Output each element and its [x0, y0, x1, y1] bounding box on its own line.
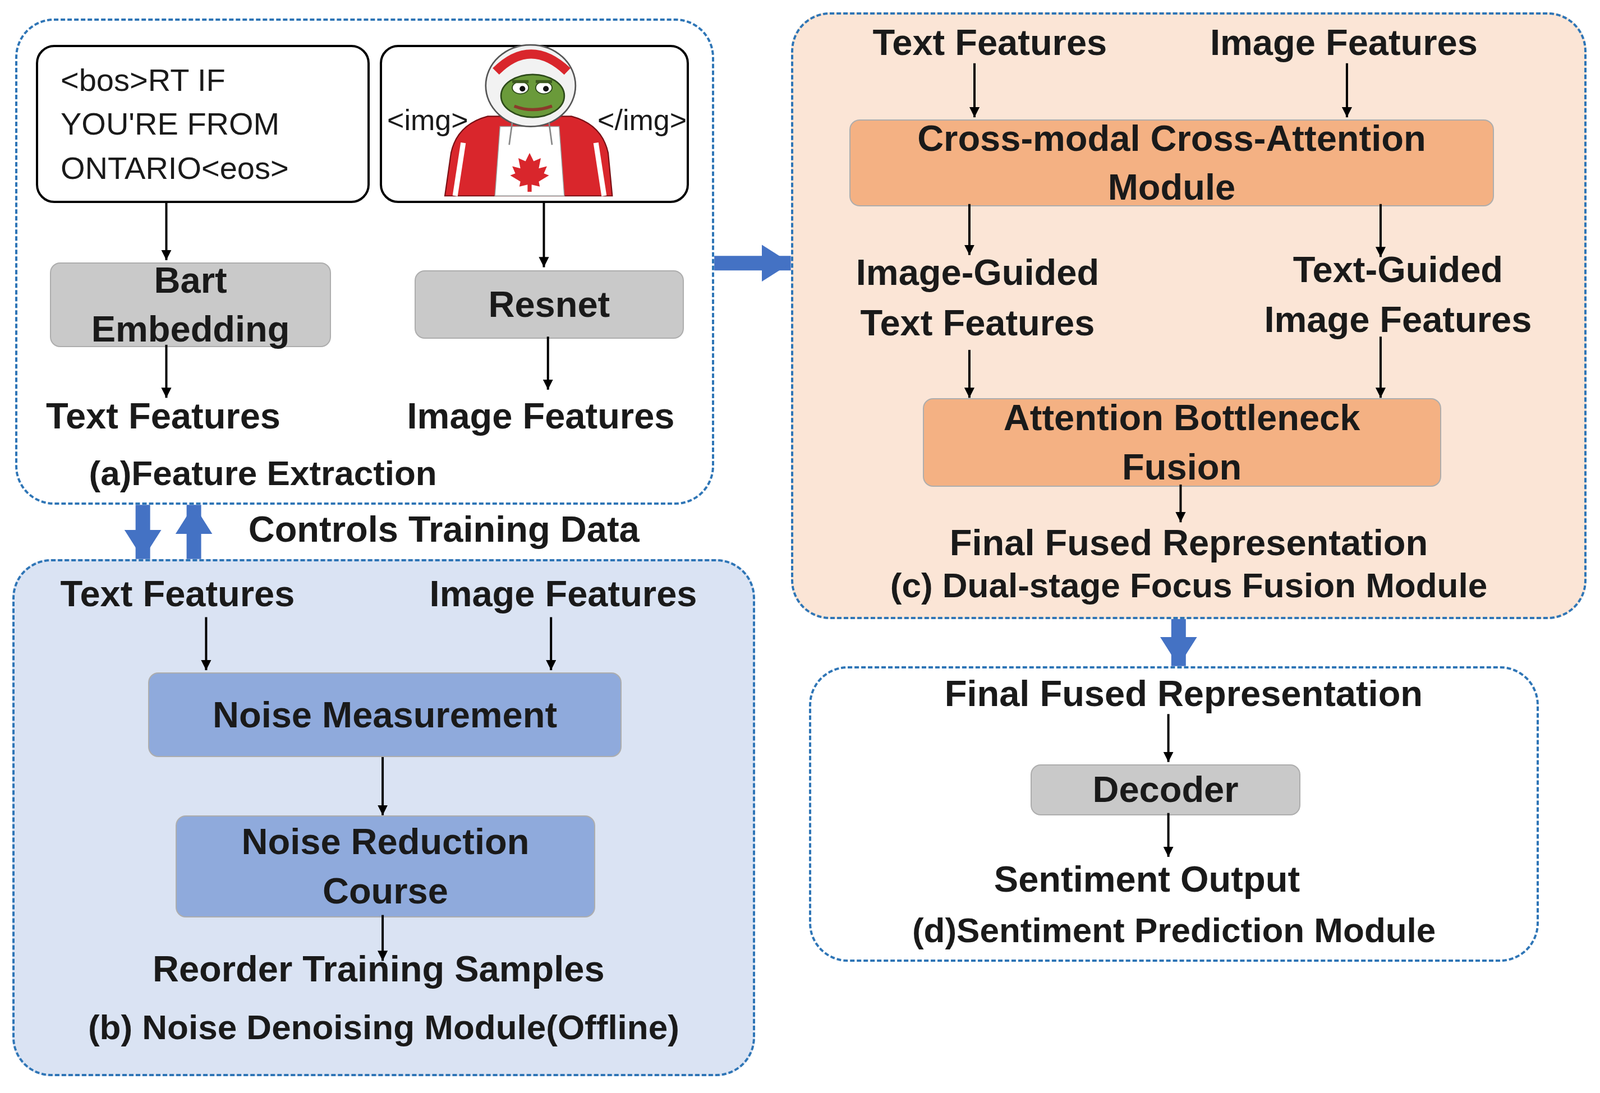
- flow-arrow: [381, 757, 384, 816]
- image-input-box: <img> </img>: [379, 44, 689, 204]
- input-text: <bos>RT IF YOU'RE FROM ONTARIO<eos>: [60, 58, 330, 191]
- flow-arrow: [1167, 714, 1170, 762]
- box-label: Decoder: [1092, 765, 1239, 815]
- text-input-box: <bos>RT IF YOU'RE FROM ONTARIO<eos>: [35, 44, 370, 204]
- process-box: Resnet: [414, 270, 684, 339]
- flow-arrow: [1345, 63, 1349, 118]
- frog-illustration: [444, 44, 613, 196]
- process-box: Decoder: [1030, 764, 1300, 816]
- frog-face: [500, 74, 565, 118]
- frog-eye: [512, 81, 529, 95]
- feature-label: Sentiment Output: [994, 854, 1300, 905]
- box-label: Attention Bottleneck Fusion: [980, 393, 1385, 493]
- feature-label: Controls Training Data: [248, 504, 640, 555]
- flow-arrow: [1379, 336, 1382, 398]
- hood: [485, 44, 576, 127]
- process-box: Cross-modal Cross-Attention Module: [849, 119, 1495, 207]
- feature-label: Text Features: [872, 17, 1107, 69]
- parka-panel: [494, 126, 565, 197]
- module-group: (b) Noise Denoising Module(Offline) Noise…: [12, 559, 756, 1077]
- flow-arrow: [204, 617, 208, 671]
- image-token: </img>: [597, 102, 687, 137]
- frog-pupil: [543, 85, 549, 92]
- flow-arrow: [546, 336, 550, 390]
- feature-label: Text-Guided Image Features: [1246, 244, 1550, 346]
- image-token: <img>: [387, 102, 469, 137]
- box-label: Noise Measurement: [212, 690, 558, 740]
- module-caption: (d)Sentiment Prediction Module: [811, 909, 1537, 952]
- module-caption: (c) Dual-stage Focus Fusion Module: [793, 564, 1585, 607]
- process-box: Bart Embedding: [49, 262, 331, 348]
- frog-mouth: [514, 106, 553, 110]
- process-box: Noise Reduction Course: [175, 815, 596, 918]
- flow-arrow: [1167, 813, 1170, 858]
- hood-stripe: [495, 53, 568, 72]
- flow-arrow: [973, 63, 976, 118]
- feature-label: Final Fused Representation: [944, 668, 1423, 720]
- box-label: Bart Embedding: [70, 255, 312, 355]
- block-arrow: [186, 504, 202, 559]
- flow-arrow: [968, 204, 971, 256]
- frog-eyelid: [512, 80, 529, 84]
- flow-arrow: [164, 200, 168, 260]
- feature-label: Text Features: [46, 391, 281, 442]
- flow-arrow: [549, 617, 553, 671]
- drawstring: [509, 122, 513, 145]
- frog-eyelid: [535, 80, 553, 84]
- frog-pupil: [519, 85, 526, 92]
- feature-label: Reorder Training Samples: [152, 944, 605, 995]
- block-arrow: [135, 504, 151, 559]
- block-arrow: [714, 255, 791, 271]
- flow-arrow: [1179, 484, 1182, 523]
- sleeve-stripe: [595, 143, 605, 197]
- box-label: Noise Reduction Course: [205, 817, 565, 917]
- flow-arrow: [164, 345, 168, 399]
- box-label: Resnet: [488, 279, 611, 330]
- box-label: Cross-modal Cross-Attention Module: [874, 113, 1469, 213]
- process-box: Attention Bottleneck Fusion: [922, 398, 1442, 487]
- block-arrow: [1171, 619, 1186, 667]
- feature-label: Image Features: [1210, 17, 1478, 69]
- module-caption: (b) Noise Denoising Module(Offline): [14, 1007, 753, 1049]
- module-caption: (a)Feature Extraction: [89, 452, 438, 495]
- feature-label: Image-Guided Text Features: [825, 247, 1129, 348]
- flow-arrow: [968, 350, 971, 398]
- drawstring: [549, 122, 553, 145]
- process-box: Noise Measurement: [148, 672, 622, 758]
- feature-label: Text Features: [60, 568, 296, 620]
- feature-label: Image Features: [407, 391, 675, 442]
- sleeve-stripe: [454, 143, 464, 197]
- maple-leaf: [509, 153, 549, 192]
- parka-body: [444, 116, 613, 196]
- feature-label: Image Features: [429, 568, 698, 620]
- flow-arrow: [542, 200, 545, 268]
- frog-eye: [535, 81, 553, 95]
- feature-label: Final Fused Representation: [949, 517, 1428, 569]
